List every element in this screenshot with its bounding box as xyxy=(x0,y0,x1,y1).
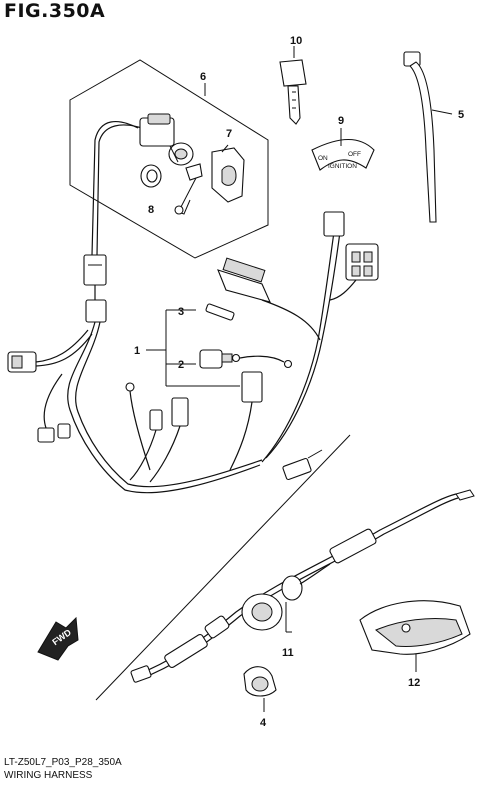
callout-11: 11 xyxy=(282,647,294,659)
callout-8: 8 xyxy=(148,204,154,216)
protector-sheet-part-12 xyxy=(359,600,471,672)
clamp-part-4 xyxy=(243,666,277,712)
forward-direction-marker: FWD xyxy=(37,616,79,661)
cable-tie-part-5 xyxy=(403,51,453,223)
callout-1: 1 xyxy=(134,345,140,357)
ignition-switch xyxy=(91,113,194,256)
figure-name: WIRING HARNESS xyxy=(4,770,93,781)
figure-title: FIG.350A xyxy=(4,0,106,22)
callout-bracket-1 xyxy=(146,309,240,387)
lower-cable-assembly xyxy=(130,489,475,683)
plate-off-text: OFF xyxy=(348,151,361,158)
ignition-keys xyxy=(174,163,203,215)
plate-on-text: ON xyxy=(318,155,328,162)
callout-12: 12 xyxy=(408,677,420,689)
fuse-part-3 xyxy=(205,303,235,321)
ignition-label-plate: ON OFF IGNITION xyxy=(311,128,375,171)
callout-6: 6 xyxy=(200,71,206,83)
plate-ignition-text: IGNITION xyxy=(328,163,357,170)
separator-line xyxy=(95,434,351,701)
key-part-10 xyxy=(279,46,307,125)
fuse-cover-part-2 xyxy=(199,349,233,369)
callout-9: 9 xyxy=(338,115,344,127)
figure-code: LT-Z50L7_P03_P28_350A xyxy=(4,757,122,768)
callout-3: 3 xyxy=(178,306,184,318)
nut-part-8 xyxy=(140,164,162,188)
callout-5: 5 xyxy=(458,109,464,121)
callout-4: 4 xyxy=(260,717,267,729)
ignition-kit-box xyxy=(69,59,269,259)
main-wiring-harness xyxy=(7,211,379,494)
callout-2: 2 xyxy=(178,359,184,371)
switch-cover-part-7 xyxy=(211,144,245,203)
callout-10: 10 xyxy=(290,35,302,47)
callout-7: 7 xyxy=(226,128,232,140)
